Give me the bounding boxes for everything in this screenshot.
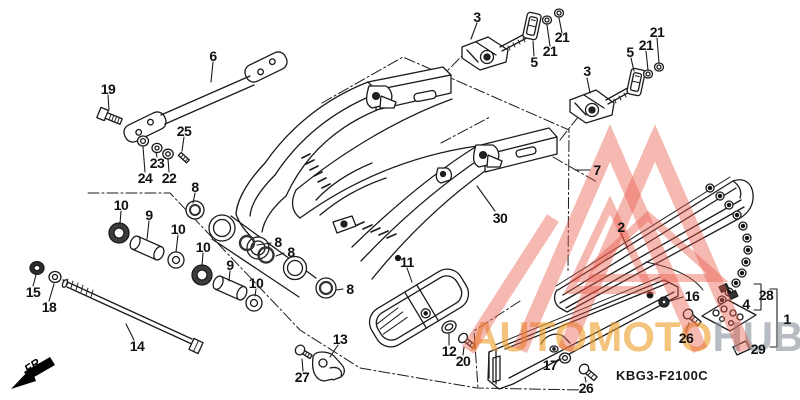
part-callout-6[interactable]: 6: [209, 48, 217, 64]
part-callout-11[interactable]: 11: [400, 254, 414, 270]
part-callout-21[interactable]: 21: [649, 24, 665, 40]
watermark-orange: AUTOMOTO: [469, 313, 713, 360]
part-callout-19[interactable]: 19: [100, 81, 116, 97]
part-callout-22[interactable]: 22: [161, 170, 177, 186]
part-callout-24[interactable]: 24: [137, 170, 153, 186]
pivot-bolt: [29, 261, 204, 355]
part-callout-9[interactable]: 9: [145, 207, 153, 223]
front-direction-arrow: [11, 357, 55, 389]
part-callout-4[interactable]: 4: [742, 296, 750, 312]
part-callout-21[interactable]: 21: [542, 43, 558, 59]
part-callout-15[interactable]: 15: [25, 284, 41, 300]
part-callout-7[interactable]: 7: [593, 162, 601, 178]
part-callout-8[interactable]: 8: [287, 244, 295, 260]
part-callout-13[interactable]: 13: [332, 331, 348, 347]
part-callout-8[interactable]: 8: [274, 234, 282, 250]
part-callout-30[interactable]: 30: [492, 210, 508, 226]
chain-guide-lower: [487, 276, 702, 390]
watermark-text: AUTOMOTOHUB: [469, 316, 800, 358]
part-callout-12[interactable]: 12: [441, 343, 457, 359]
part-callout-21[interactable]: 21: [638, 37, 654, 53]
chain-slider: [294, 267, 476, 382]
part-callout-27[interactable]: 27: [294, 369, 310, 385]
part-callout-2[interactable]: 2: [617, 219, 625, 235]
part-callout-9[interactable]: 9: [226, 257, 234, 273]
pivot-bushings: [108, 192, 344, 312]
part-callout-25[interactable]: 25: [176, 123, 192, 139]
part-callout-8[interactable]: 8: [346, 281, 354, 297]
watermark-gray: HUB: [712, 313, 800, 360]
part-callout-3[interactable]: 3: [583, 63, 591, 79]
part-callout-3[interactable]: 3: [473, 9, 481, 25]
part-callout-8[interactable]: 8: [191, 179, 199, 195]
chain-adjuster-left: [461, 8, 565, 71]
part-callout-10[interactable]: 10: [248, 275, 264, 291]
part-callout-26[interactable]: 26: [578, 380, 594, 396]
swingarm: [208, 66, 558, 299]
torque-link: [96, 51, 288, 173]
part-callout-5[interactable]: 5: [626, 44, 634, 60]
part-callout-16[interactable]: 16: [684, 288, 700, 304]
part-callout-10[interactable]: 10: [195, 239, 211, 255]
chain-adjuster-right: [569, 37, 665, 124]
part-callout-1[interactable]: 1: [783, 311, 791, 327]
part-callout-5[interactable]: 5: [530, 54, 538, 70]
part-callout-10[interactable]: 10: [113, 197, 129, 213]
part-callout-26[interactable]: 26: [678, 330, 694, 346]
part-callout-18[interactable]: 18: [41, 299, 57, 315]
part-callout-14[interactable]: 14: [129, 338, 145, 354]
part-callout-28[interactable]: 28: [758, 287, 774, 303]
part-callout-10[interactable]: 10: [170, 221, 186, 237]
part-callout-17[interactable]: 17: [542, 357, 558, 373]
diagram-part-code: KBG3-F2100C: [616, 368, 709, 383]
chain-guard: [553, 169, 754, 313]
part-callout-20[interactable]: 20: [455, 353, 471, 369]
drive-chain: [701, 183, 778, 356]
part-callout-21[interactable]: 21: [554, 29, 570, 45]
part-callout-23[interactable]: 23: [149, 155, 165, 171]
part-callout-29[interactable]: 29: [750, 341, 766, 357]
